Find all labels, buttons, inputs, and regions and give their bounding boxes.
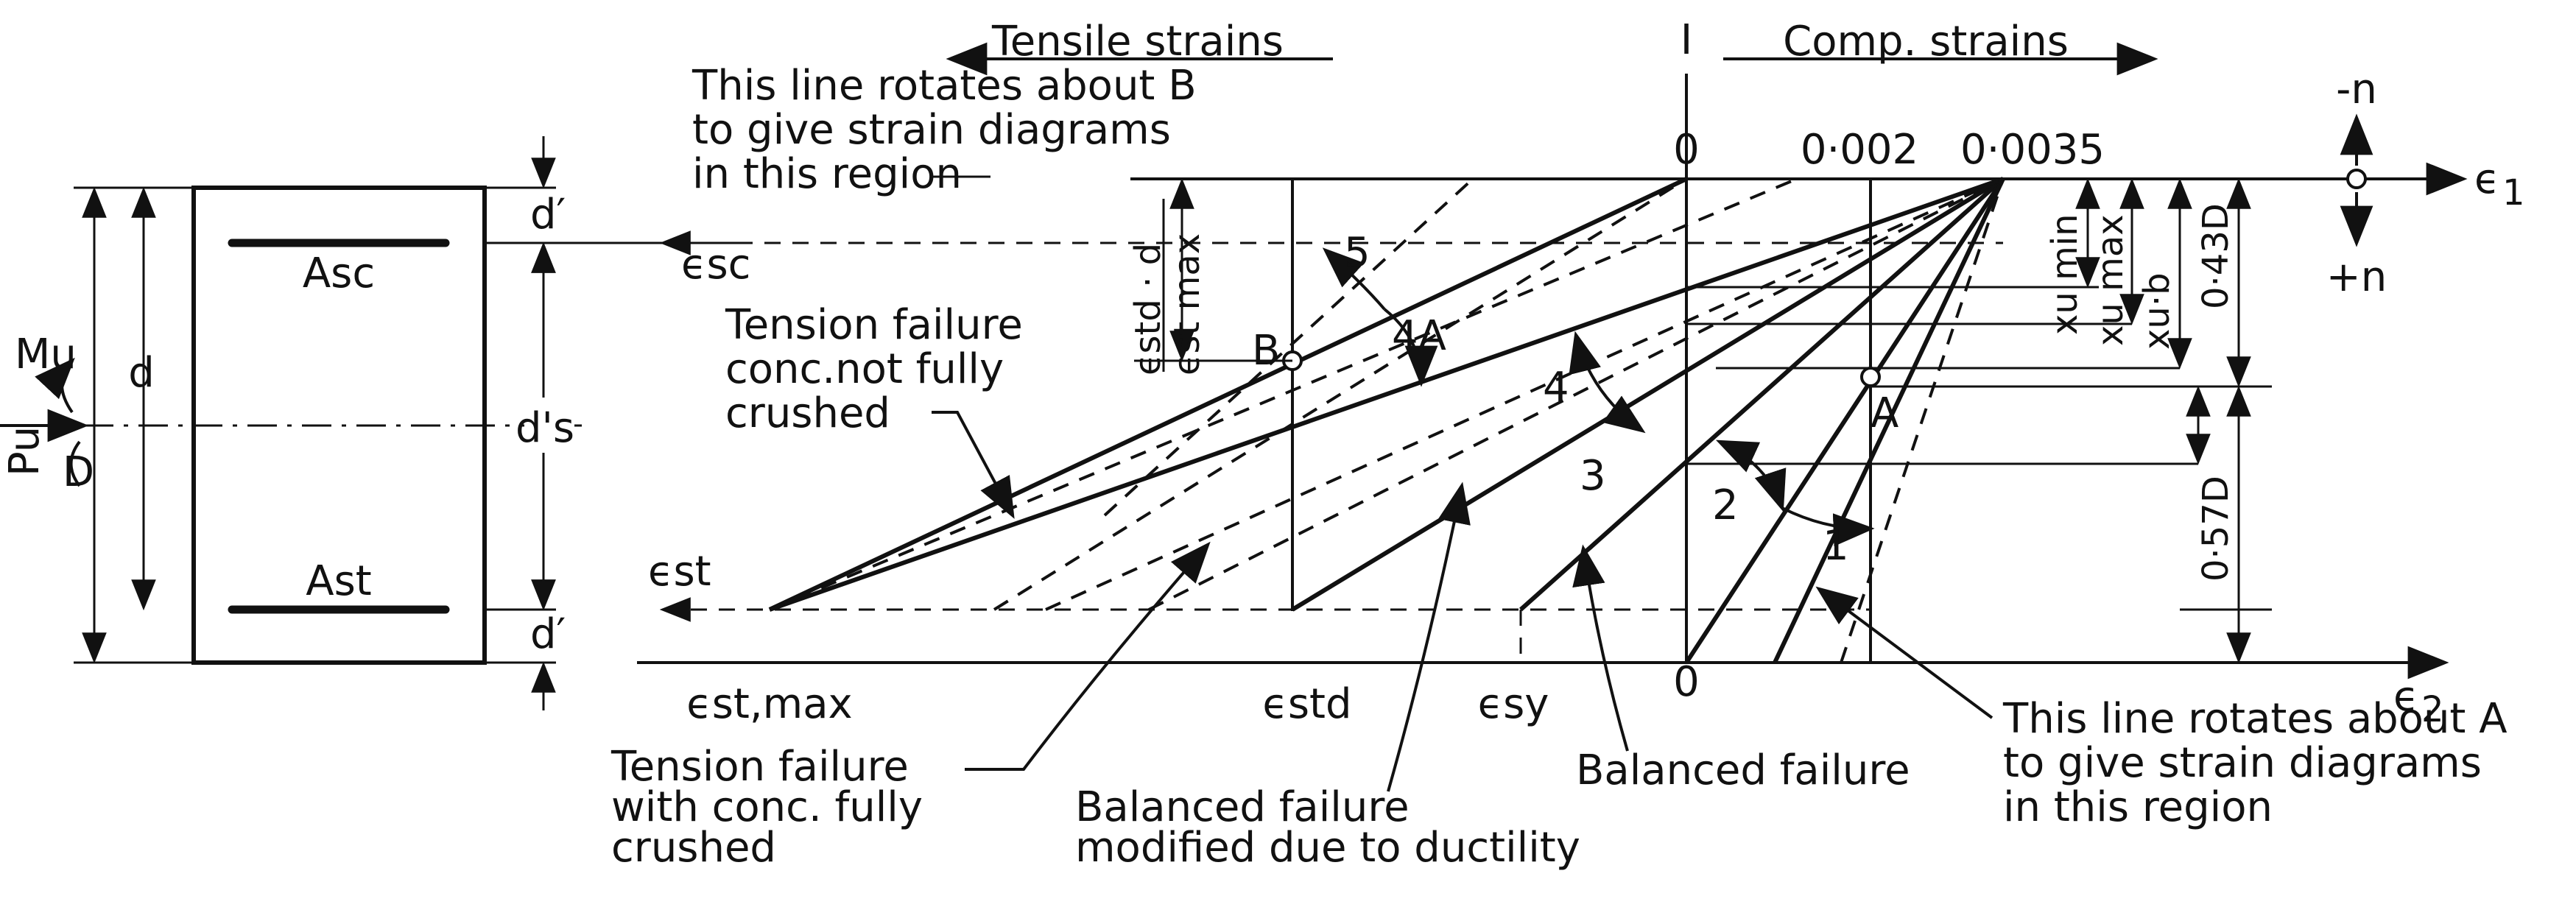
n-origin-marker <box>2346 169 2367 189</box>
region-4a-label: 4A <box>1392 312 1446 360</box>
e1-label: ϵ <box>2474 155 2499 203</box>
point-A-label: A <box>1871 389 1898 437</box>
line-est-max-to-zero <box>768 177 1688 612</box>
pos-n-label: +n <box>2326 253 2387 301</box>
rotation-points: B A <box>1252 327 1898 437</box>
rotate-b-line2: to give strain diagrams <box>692 106 1171 154</box>
divider-label: I <box>1681 16 1693 64</box>
rotate-b-line3: in this region <box>692 150 962 198</box>
neg-n-label: -n <box>2336 66 2377 113</box>
region-1-arc <box>1781 507 1875 547</box>
est-label: ϵst <box>648 548 711 596</box>
line-estd-to-ecu <box>1291 177 2005 612</box>
est-max-label: ϵst,max <box>686 680 852 728</box>
tension-crushed-line2: with conc. fully <box>611 783 923 831</box>
region-2-arc <box>1715 440 1787 512</box>
ratio-numerator: ϵstd · d <box>1127 243 1169 375</box>
d-arc <box>69 440 81 487</box>
line-zero-to-ecu <box>1684 177 2005 664</box>
region-2-label: 2 <box>1712 481 1739 529</box>
e2-label: ϵ <box>2393 673 2418 721</box>
ecu-label: 0·0035 <box>1960 126 2105 174</box>
xu-max-label: xu max <box>2090 214 2131 346</box>
esy-label: ϵsy <box>1478 680 1549 728</box>
line-est-max-to-ecu <box>769 177 2004 612</box>
d043-label: 0·43D <box>2195 203 2237 309</box>
tension-not-crushed-line2: conc.not fully <box>725 345 1004 393</box>
mu-label: Mu <box>15 331 77 378</box>
d-prime-top-label: d′ <box>530 191 566 239</box>
strain-direction-header: Tensile strains I Comp. strains <box>946 16 2158 76</box>
balanced-modified-leader <box>1387 481 1471 792</box>
annotations: This line rotates about B to give strain… <box>610 62 2508 872</box>
bottom-zero-label: 0 <box>1673 658 1700 706</box>
region-3-label: 3 <box>1580 452 1606 500</box>
comp-strains-label: Comp. strains <box>1783 18 2069 66</box>
line-right-to-ecu <box>1773 177 2005 664</box>
point-A-marker <box>1860 367 1881 387</box>
region-indicators: 5 4A 4 3 2 1 <box>1322 229 1875 570</box>
d057-label: 0·57D <box>2195 476 2237 582</box>
e2-sub: 2 <box>2421 689 2444 730</box>
dashed-right-steep <box>1840 178 2005 663</box>
pu-label: Pu <box>1 426 49 476</box>
axis-labels: 0 0·002 0·0035 ϵ 1 -n +n 0 ϵ 2 ϵst,max ϵ… <box>648 66 2525 730</box>
d-label: d <box>128 349 155 397</box>
balanced-label: Balanced failure <box>1576 747 1910 794</box>
rotate-a-line1: This line rotates about A <box>2002 695 2508 743</box>
region-1-label: 1 <box>1823 522 1849 570</box>
section-D-label: D <box>63 448 94 496</box>
rotate-a-line2: to give strain diagrams <box>2003 739 2482 787</box>
line-esy-to-ecu <box>1519 177 2005 612</box>
d-prime-bottom-label: d′ <box>530 610 566 658</box>
xu-b-label: xu·b <box>2136 272 2178 350</box>
ecu2-label: 0·002 <box>1801 126 1918 174</box>
point-B-label: B <box>1252 327 1280 375</box>
region-4a-arc <box>1383 308 1438 387</box>
tensile-strains-label: Tensile strains <box>991 18 1284 66</box>
esc-label: ϵsc <box>681 241 750 289</box>
dashed-1350-to-zero <box>993 177 1688 611</box>
tension-crushed-line3: crushed <box>611 824 776 872</box>
ratio-denominator: ϵst max <box>1166 233 1208 375</box>
balanced-modified-line2: modified due to ductility <box>1075 824 1580 872</box>
asc-label: Asc <box>303 250 375 297</box>
estd-label: ϵstd <box>1262 680 1351 728</box>
depth-dimensions: xu min xu max xu·b 0·43D 0·57D ϵstd · d … <box>1127 177 2272 664</box>
tension-not-crushed-line1: Tension failure <box>725 301 1023 349</box>
cross-section: Asc Ast d Mu D Pu d′ d's d′ <box>0 136 736 710</box>
dashed-est-max-to-ecu2 <box>769 177 1798 611</box>
e1-sub: 1 <box>2502 172 2525 213</box>
mu-moment-arrow <box>35 357 75 414</box>
rotate-b-line1: This line rotates about B <box>691 62 1197 110</box>
ds-label: d's <box>515 404 574 452</box>
xu-min-label: xu min <box>2044 213 2086 335</box>
rotate-a-leader <box>1815 586 1993 719</box>
rotate-a-line3: in this region <box>2003 783 2273 831</box>
top-zero-label: 0 <box>1673 126 1700 174</box>
region-4-arc <box>1569 331 1646 434</box>
tension-crushed-leader <box>965 541 1211 771</box>
balanced-modified-line1: Balanced failure <box>1075 783 1410 831</box>
ast-label: Ast <box>306 557 371 605</box>
balanced-leader <box>1572 544 1629 752</box>
region-5-arc <box>1322 247 1386 311</box>
tension-crushed-line1: Tension failure <box>610 743 909 791</box>
region-4-label: 4 <box>1543 364 1569 412</box>
ds-label-bg <box>524 398 569 453</box>
tension-not-crushed-line3: crushed <box>725 389 890 437</box>
dashed-1420-to-ecu <box>1045 177 2004 611</box>
tension-not-crushed-leader <box>932 411 1015 519</box>
region-5-label: 5 <box>1344 229 1370 277</box>
strain-lines <box>768 177 2005 664</box>
